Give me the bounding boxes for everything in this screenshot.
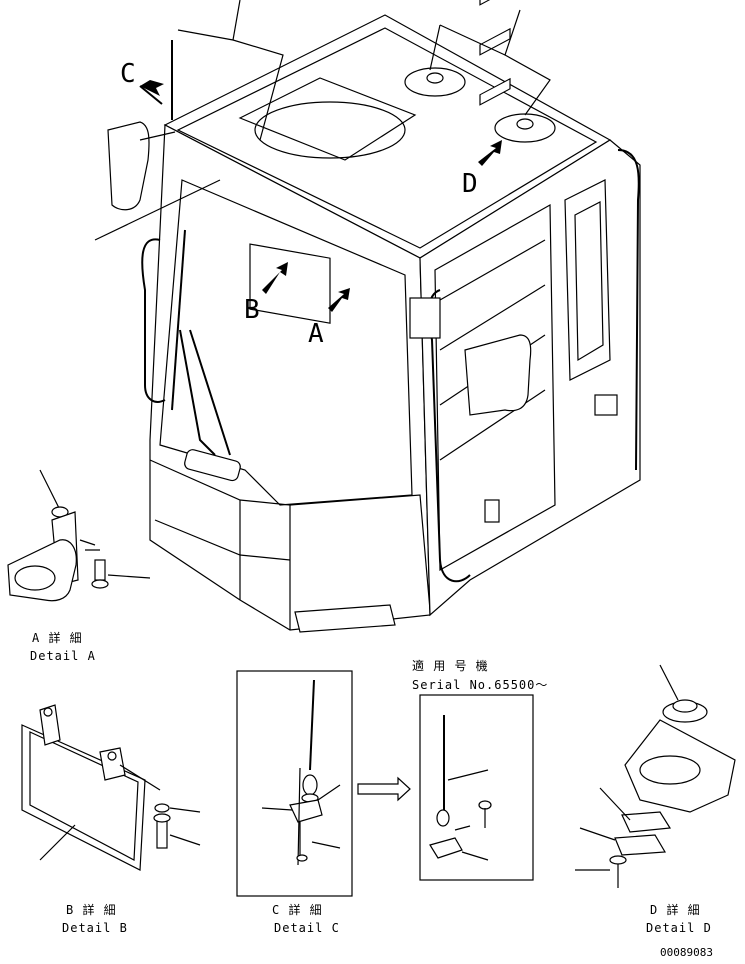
cab-side (419, 139, 641, 617)
detail-c-en: Detail C (274, 921, 340, 935)
transition-arrow (357, 776, 411, 802)
callout-b: B (244, 262, 288, 325)
callout-c-label: C (120, 59, 136, 89)
side-mirror (464, 334, 532, 416)
callout-a: A (308, 288, 350, 349)
detail-a-jp: A 詳 細 (32, 630, 83, 645)
dome-cover (624, 719, 736, 813)
windshield (159, 179, 413, 506)
side-door (434, 203, 556, 572)
callout-a-label: A (308, 319, 324, 349)
serial-variant-box: 適 用 号 機 Serial No.65500～ (412, 658, 548, 881)
callout-c: C (120, 59, 164, 105)
detail-c-box: C 詳 細 Detail C (236, 670, 353, 935)
drawing-number: 00089083 (660, 946, 713, 959)
detail-a-en: Detail A (30, 649, 96, 663)
callout-d-arrow (478, 140, 502, 166)
wiper-arm (179, 329, 231, 456)
serial-variant-frame (419, 694, 534, 881)
detail-a-drawing: A 詳 細 Detail A (7, 469, 151, 663)
detail-d-en: Detail D (646, 921, 712, 935)
detail-b-drawing: B 詳 細 Detail B (21, 704, 201, 935)
callout-c-arrow (140, 78, 164, 96)
detail-c-frame (236, 670, 353, 897)
front-mirror (107, 121, 150, 211)
detail-b-jp: B 詳 細 (66, 902, 117, 917)
callout-b-label: B (244, 295, 260, 325)
sun-visor (249, 243, 331, 324)
left-grab-handle (141, 238, 166, 403)
callout-a-arrow (328, 288, 350, 312)
cab-assembly (107, 0, 641, 633)
detail-d-drawing: D 詳 細 Detail D (575, 664, 736, 935)
detail-c-jp: C 詳 細 (272, 902, 323, 917)
serial-note-en: Serial No.65500～ (412, 678, 548, 692)
roof-dome-2 (494, 113, 556, 143)
callout-d: D (462, 140, 502, 199)
callout-d-label: D (462, 169, 478, 199)
leader-lines (94, 0, 551, 241)
serial-note-jp: 適 用 号 機 (412, 658, 489, 673)
detail-b-en: Detail B (62, 921, 128, 935)
roof-dome-1 (404, 67, 466, 97)
callout-b-arrow (262, 262, 288, 294)
detail-d-jp: D 詳 細 (650, 902, 701, 917)
visor-panel (21, 724, 146, 871)
roof-hatch (238, 77, 417, 161)
